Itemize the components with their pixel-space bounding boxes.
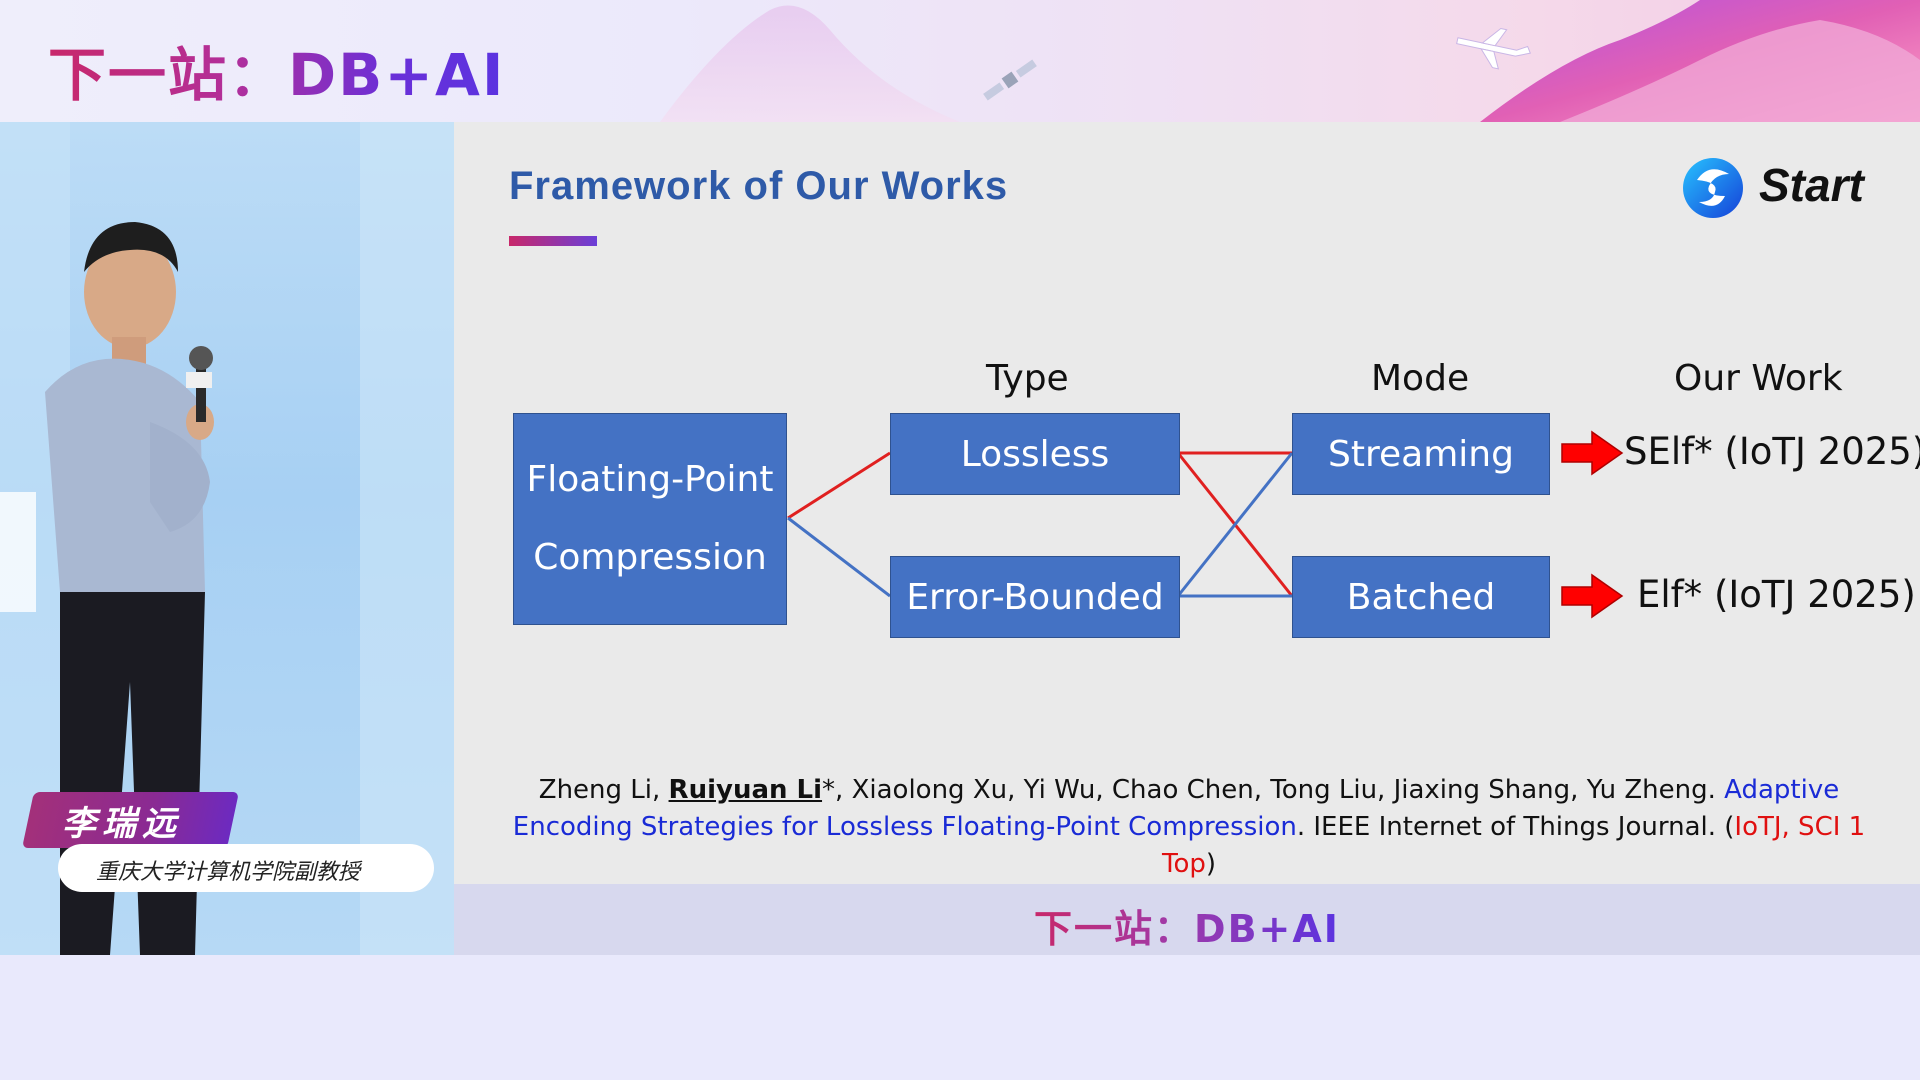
box-streaming: Streaming bbox=[1292, 413, 1550, 495]
citation: Zheng Li, Ruiyuan Li*, Xiaolong Xu, Yi W… bbox=[509, 772, 1869, 883]
airplane-icon bbox=[1456, 27, 1531, 70]
column-header-mode: Mode bbox=[1371, 358, 1470, 399]
red-arrow-icon bbox=[1561, 430, 1624, 476]
citation-highlight-author: Ruiyuan Li bbox=[668, 775, 823, 805]
line-root-error-bounded bbox=[787, 516, 891, 598]
start-logo-icon bbox=[1683, 158, 1743, 218]
box-error-bounded: Error-Bounded bbox=[890, 556, 1180, 638]
satellite-icon bbox=[983, 59, 1037, 101]
citation-authors-before: Zheng Li, bbox=[538, 775, 669, 805]
banner-title: 下一站：DB+AI bbox=[48, 28, 505, 112]
root-box-line1: Floating-Point bbox=[526, 459, 774, 500]
speaker-title: 重庆大学计算机学院副教授 bbox=[96, 860, 361, 885]
diagram-connectors bbox=[787, 430, 1624, 619]
speaker-title-plate bbox=[58, 844, 434, 892]
box-lossless: Lossless bbox=[890, 413, 1180, 495]
column-header-our-work: Our Work bbox=[1674, 358, 1843, 399]
box-floating-point-compression: Floating-Point Compression bbox=[513, 413, 787, 625]
citation-tag: IoTJ, SCI 1 Top bbox=[1161, 812, 1866, 879]
banner-mountains bbox=[660, 0, 1920, 122]
citation-authors-after: *, Xiaolong Xu, Yi Wu, Chao Chen, Tong L… bbox=[822, 775, 1725, 805]
start-logo-text: Start bbox=[1759, 159, 1864, 211]
footer-text: 下一站：DB+AI bbox=[1034, 907, 1340, 951]
slide-footer: 下一站：DB+AI bbox=[454, 884, 1920, 955]
title-underline-bar bbox=[509, 236, 597, 246]
footer-text-wrap: 下一站：DB+AI bbox=[454, 898, 1920, 953]
line-root-lossless bbox=[787, 451, 891, 520]
line-error-streaming bbox=[1176, 452, 1294, 597]
top-banner: 下一站：DB+AI bbox=[0, 0, 1920, 122]
root-box-line2: Compression bbox=[533, 537, 767, 578]
box-batched: Batched bbox=[1292, 556, 1550, 638]
work-self: SElf* (IoTJ 2025) bbox=[1624, 430, 1920, 473]
citation-close: ) bbox=[1205, 849, 1217, 879]
slide: Framework of Our Works Start Type Mode O… bbox=[454, 122, 1920, 955]
work-elf: Elf* (IoTJ 2025) bbox=[1637, 573, 1916, 616]
citation-paper-title: Adaptive Encoding Strategies for Lossles… bbox=[512, 775, 1840, 842]
column-header-type: Type bbox=[986, 358, 1069, 399]
speaker-video: 李瑞远 重庆大学计算机学院副教授 bbox=[0, 122, 454, 955]
speaker-name: 李瑞远 bbox=[62, 804, 182, 844]
slide-title: Framework of Our Works bbox=[509, 164, 1009, 208]
red-arrow-icon bbox=[1561, 573, 1624, 619]
citation-venue: . IEEE Internet of Things Journal. ( bbox=[1296, 812, 1735, 842]
